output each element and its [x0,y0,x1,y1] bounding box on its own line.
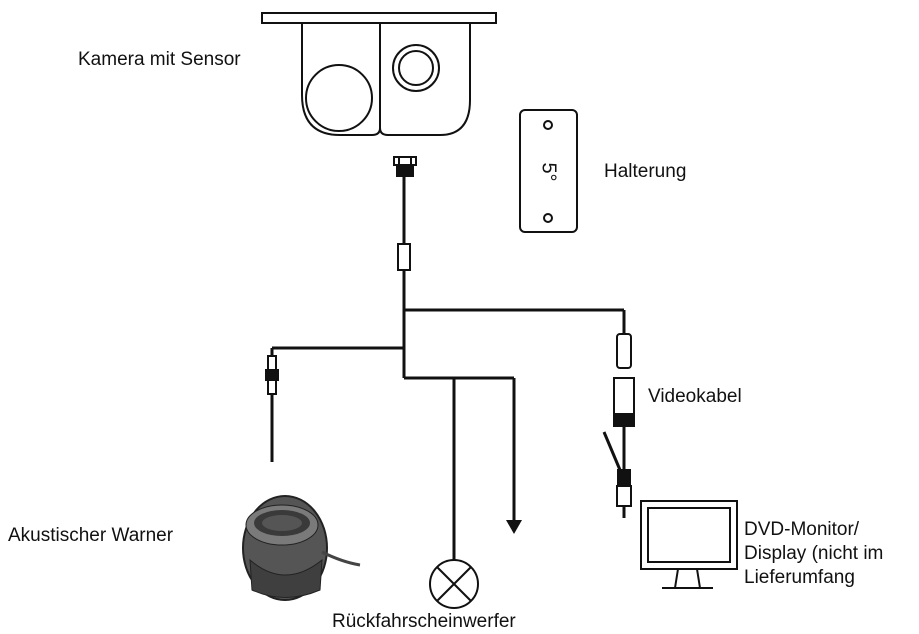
camera-with-sensor [261,12,497,136]
main-cable [270,176,626,560]
camera-label: Kamera mit Sensor [78,49,241,70]
camera-connector [393,156,417,177]
monitor-icon [640,500,738,589]
bracket: 5° [519,109,578,233]
video-cable-label: Videokabel [648,386,742,407]
bracket-label: Halterung [604,161,687,182]
acoustic-warner-label: Akustischer Warner [8,525,174,546]
bracket-angle-label: 5° [538,162,560,181]
acoustic-warner-device [242,495,361,601]
video-cable-plugs [602,333,635,518]
reverse-light-symbol [429,559,479,609]
inline-fuse [397,243,411,271]
reverse-light-label: Rückfahrscheinwerfer [332,611,516,632]
monitor-label-line-1: DVD-Monitor/ [744,519,860,540]
monitor-label-line-3: Lieferumfang [744,567,855,588]
monitor-label-line-2: Display (nicht im [744,543,884,564]
warner-plug [265,355,279,462]
ground-arrow [506,520,522,534]
monitor-label: DVD-Monitor/ Display (nicht im Lieferumf… [744,518,883,590]
